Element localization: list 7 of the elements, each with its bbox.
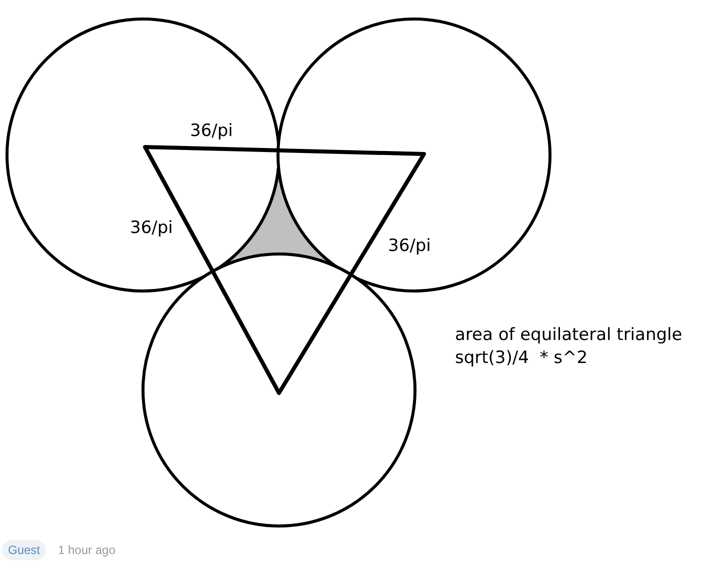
timestamp: 1 hour ago [58, 542, 116, 558]
dimension-label: 36/pi [388, 236, 431, 256]
formula-text: sqrt(3)/4 * s^2 [455, 348, 588, 368]
dimension-label: 36/pi [190, 121, 233, 141]
username: Guest [2, 540, 46, 560]
dimension-label: 36/pi [130, 218, 173, 238]
note-text: area of equilateral triangle [455, 325, 682, 345]
